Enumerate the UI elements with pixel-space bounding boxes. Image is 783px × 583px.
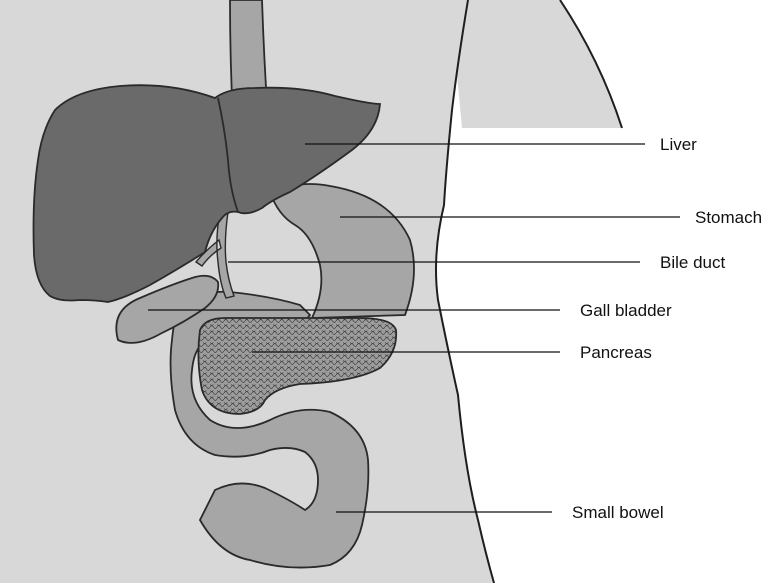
pancreas-label: Pancreas	[580, 343, 652, 362]
stomach-label: Stomach	[695, 208, 762, 227]
labels: Liver Stomach Bile duct Gall bladder Pan…	[572, 135, 762, 522]
gall-bladder-label: Gall bladder	[580, 301, 672, 320]
small-bowel-label: Small bowel	[572, 503, 664, 522]
liver-label: Liver	[660, 135, 697, 154]
bile-duct-label: Bile duct	[660, 253, 725, 272]
